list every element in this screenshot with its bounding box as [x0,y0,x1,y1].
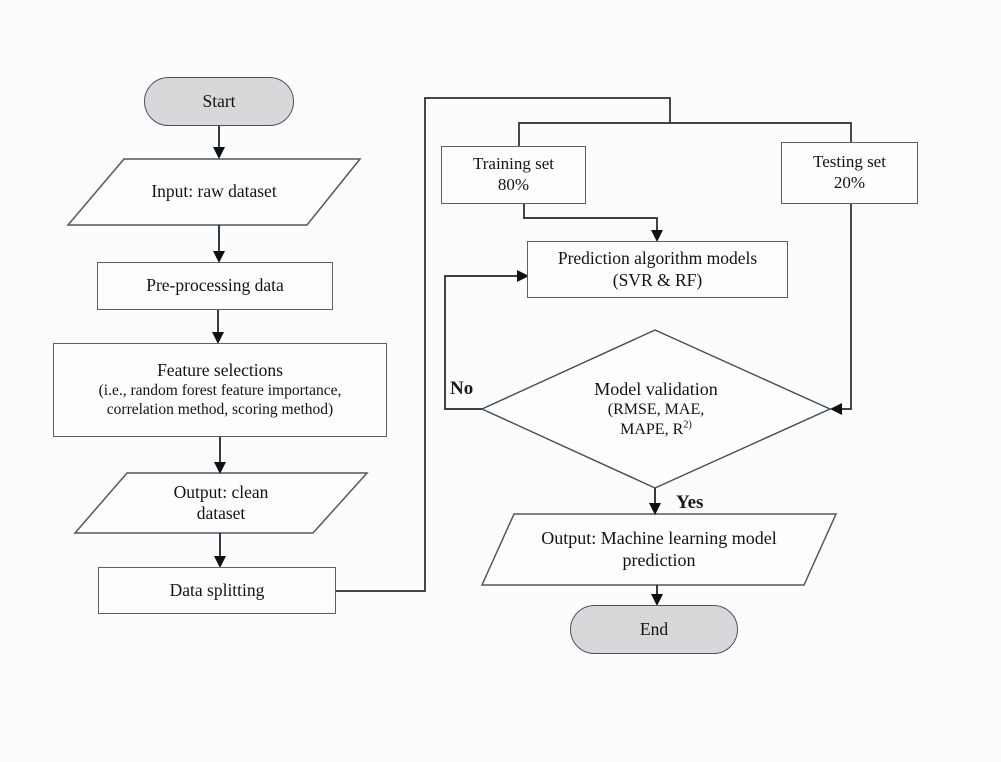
feature-selection-detail-1: (i.e., random forest feature importance, [98,381,342,399]
shape-input-parallelogram [66,158,362,226]
training-set-line1: Training set [472,154,555,174]
model-validation-line3: MAPE, R2) [620,419,692,438]
arrowhead-into-datasplitting [214,556,226,568]
edge-datasplitting-splitter [335,97,671,592]
prediction-models-line2: (SVR & RF) [612,269,703,290]
data-splitting-label: Data splitting [169,579,265,600]
arrowhead-into-preprocessing [213,251,225,263]
arrowhead-into-outputclean [214,462,226,474]
prediction-models-line1: Prediction algorithm models [557,248,758,269]
node-data-splitting: Data splitting [98,567,336,614]
node-end: End [570,605,738,654]
output-ml-line1: Output: Machine learning model [541,527,777,548]
testing-set-line1: Testing set [813,152,886,172]
arrowhead-into-prediction-top [651,230,663,242]
node-input-raw-dataset: Input: raw dataset [68,159,360,225]
feature-selection-detail-2: correlation method, scoring method) [106,400,334,418]
arrowhead-into-end [651,594,663,606]
arrowhead-into-prediction-left [517,270,529,282]
node-model-validation: Model validation (RMSE, MAE, MAPE, R2) [482,330,830,488]
output-ml-line2: prediction [622,549,696,570]
preprocessing-label: Pre-processing data [146,275,284,296]
training-set-line2: 80% [497,175,530,194]
edge-testing-validation [841,204,852,410]
node-prediction-models: Prediction algorithm models (SVR & RF) [527,241,788,298]
node-output-ml-prediction: Output: Machine learning model predictio… [482,514,836,585]
arrowhead-into-diamond-right [830,403,842,415]
end-label: End [639,618,669,639]
node-output-clean-dataset: Output: clean dataset [75,473,367,533]
testing-set-line2: 20% [833,173,866,192]
edge-splitter-train-test [518,122,852,146]
feature-selection-title: Feature selections [157,360,283,381]
arrowhead-into-outputprediction [649,503,661,515]
output-clean-line2: dataset [196,503,246,523]
branch-label-no: No [450,378,474,399]
branch-label-yes: Yes [676,492,704,513]
node-start: Start [144,77,294,126]
shape-output-clean-parallelogram [73,472,369,534]
node-feature-selection: Feature selections (i.e., random forest … [53,343,387,437]
arrowhead-into-input [213,147,225,159]
output-clean-line1: Output: clean [173,481,269,502]
start-label: Start [202,90,236,111]
model-validation-line1: Model validation [594,378,718,399]
edge-training-prediction [523,204,658,233]
node-training-set: Training set 80% [441,146,586,204]
node-preprocessing: Pre-processing data [97,262,333,310]
model-validation-line2: (RMSE, MAE, [607,401,705,419]
r-squared-superscript: 2) [683,419,692,431]
shape-output-prediction-parallelogram [480,513,838,586]
edge-validation-no-loop [444,275,518,410]
arrowhead-into-feature [212,332,224,344]
node-testing-set: Testing set 20% [781,142,918,204]
input-raw-label: Input: raw dataset [151,181,277,202]
